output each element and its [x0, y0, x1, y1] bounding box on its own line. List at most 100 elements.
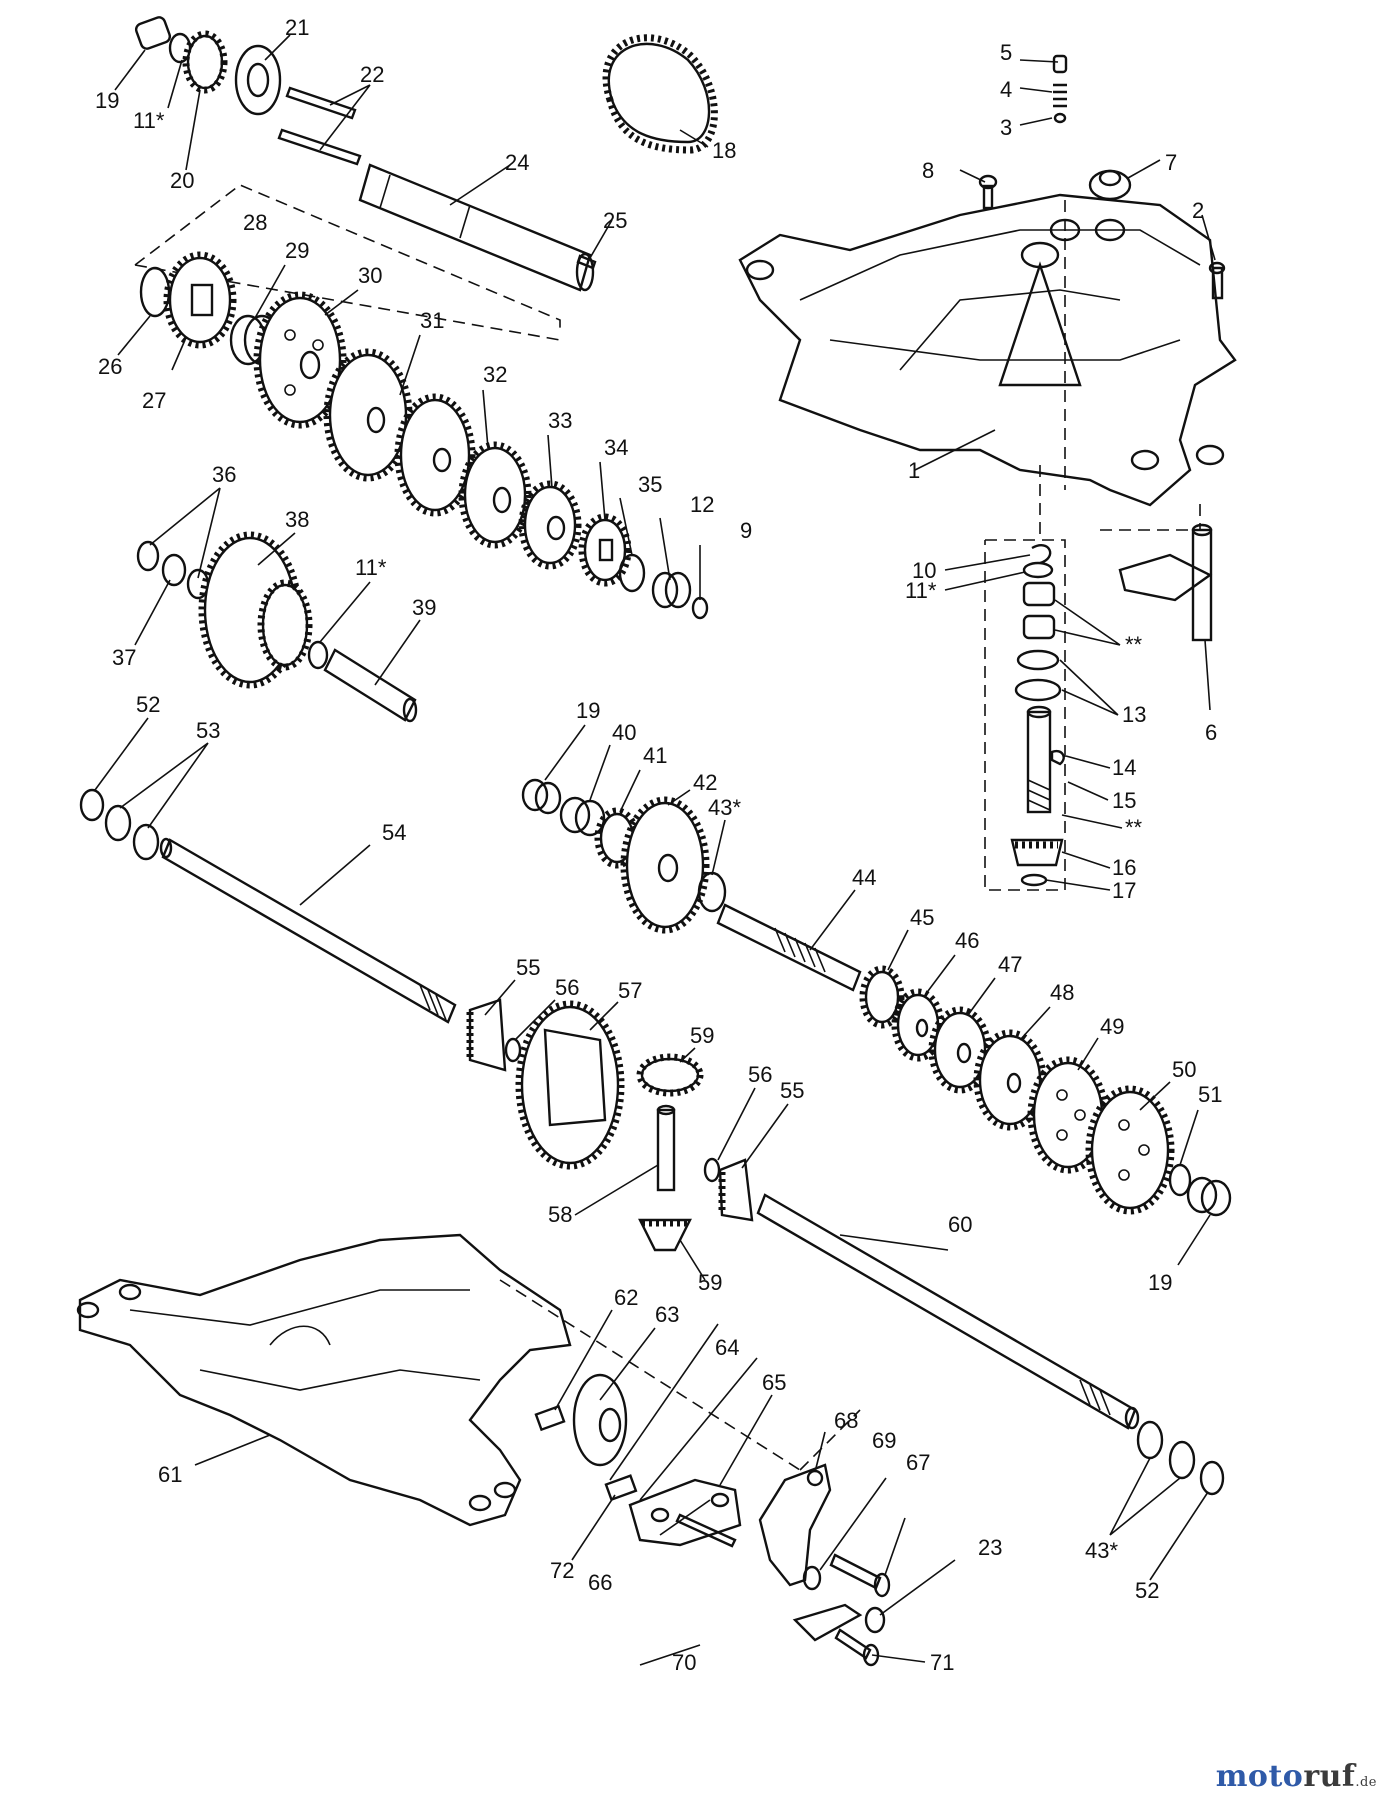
part-56-washer-left [504, 1037, 522, 1063]
label-40: 40 [612, 720, 636, 745]
label-25: 25 [603, 208, 627, 233]
label-50: 50 [1172, 1057, 1196, 1082]
label-67: 67 [906, 1450, 930, 1475]
part-50-gear [1085, 1085, 1175, 1215]
label-19-top: 19 [95, 88, 119, 113]
label-55-left: 55 [516, 955, 540, 980]
label-21: 21 [285, 15, 309, 40]
label-22: 22 [360, 62, 384, 87]
part-54-axle-left [159, 837, 457, 1024]
part-22-keys [277, 86, 362, 166]
part-bearings-double-star [1022, 581, 1056, 640]
part-71-bolt [834, 1628, 880, 1667]
label-45: 45 [910, 905, 934, 930]
label-43-bottom: 43* [1085, 1538, 1118, 1563]
label-69: 69 [872, 1428, 896, 1453]
label-15: 15 [1112, 788, 1136, 813]
label-23: 23 [978, 1535, 1002, 1560]
label-5: 5 [1000, 40, 1012, 65]
label-42: 42 [693, 770, 717, 795]
label-33: 33 [548, 408, 572, 433]
label-2: 2 [1192, 198, 1204, 223]
label-64: 64 [715, 1335, 739, 1360]
label-43-top: 43* [708, 795, 741, 820]
label-60: 60 [948, 1212, 972, 1237]
label-11-top: 11* [133, 108, 165, 133]
label-52-right: 52 [1135, 1578, 1159, 1603]
part-66-pin [675, 1513, 737, 1548]
part-17-ring [1020, 873, 1048, 887]
part-30-gear [323, 348, 413, 482]
part-16-pinion [1010, 838, 1064, 867]
part-52-seal-right [1199, 1460, 1225, 1496]
part-11-washer-mid [307, 640, 329, 670]
label-56-right: 56 [748, 1062, 772, 1087]
label-27: 27 [142, 388, 166, 413]
part-67-bolt [829, 1553, 891, 1598]
label-55-right: 55 [780, 1078, 804, 1103]
part-9-ring [691, 596, 709, 620]
label-31: 31 [420, 308, 444, 333]
part-18-chain [602, 34, 718, 154]
label-57: 57 [618, 978, 642, 1003]
part-69-washer [802, 1565, 822, 1591]
part-15-shift-shaft [1026, 705, 1052, 814]
part-48-gear [973, 1029, 1047, 1131]
label-12: 12 [690, 492, 714, 517]
label-63: 63 [655, 1302, 679, 1327]
part-55-bevel-gear-left [466, 998, 507, 1072]
label-61: 61 [158, 1462, 182, 1487]
label-17: 17 [1112, 878, 1136, 903]
part-51-washer [1168, 1163, 1192, 1197]
label-72: 72 [550, 1558, 574, 1583]
part-12-bushing [651, 571, 692, 609]
part-1-upper-housing [738, 193, 1237, 507]
label-19-right: 19 [1148, 1270, 1172, 1295]
part-43-washers-bottom [1136, 1420, 1196, 1480]
label-6: 6 [1205, 720, 1217, 745]
part-55-bevel-gear-right [718, 1158, 754, 1222]
label-68: 68 [834, 1408, 858, 1433]
part-59-bevel-pinion-top [636, 1053, 704, 1097]
label-29: 29 [285, 238, 309, 263]
label-10: 10 [912, 558, 936, 583]
part-52-seal-left [79, 788, 105, 822]
label-4: 4 [1000, 77, 1012, 102]
part-13-washers [1014, 649, 1062, 702]
part-8-bolt [978, 174, 998, 210]
label-double-star-1: ** [1125, 632, 1143, 657]
label-11-right: 11* [905, 578, 937, 603]
part-42-gear-large [620, 796, 710, 934]
label-9: 9 [740, 518, 752, 543]
label-56-left: 56 [555, 975, 579, 1000]
part-6-shaft-bracket [1118, 523, 1213, 642]
part-61-lower-housing [76, 1233, 572, 1527]
label-11-mid: 11* [355, 555, 387, 580]
part-24-shaft-top [358, 163, 595, 292]
label-13: 13 [1122, 702, 1146, 727]
part-3-4-5-spring-assembly [1052, 54, 1068, 124]
label-48: 48 [1050, 980, 1074, 1005]
part-58-cross-pin [656, 1104, 676, 1192]
label-59-bottom: 59 [698, 1270, 722, 1295]
label-34: 34 [604, 435, 628, 460]
part-68-brake-lever [758, 1463, 832, 1587]
label-58: 58 [548, 1202, 572, 1227]
label-32: 32 [483, 362, 507, 387]
dashed-guide-lines [134, 184, 1201, 1471]
label-7: 7 [1165, 150, 1177, 175]
label-24: 24 [505, 150, 529, 175]
label-59-top: 59 [690, 1023, 714, 1048]
part-25-pin [576, 254, 597, 270]
part-19-bushing-mid [521, 778, 562, 815]
part-23-nut [864, 1606, 886, 1634]
part-57-differential-ring-gear [515, 1000, 625, 1170]
label-44: 44 [852, 865, 876, 890]
label-71: 71 [930, 1650, 954, 1675]
label-36: 36 [212, 462, 236, 487]
part-32-gear [458, 441, 532, 549]
label-39: 39 [412, 595, 436, 620]
label-30: 30 [358, 263, 382, 288]
label-3: 3 [1000, 115, 1012, 140]
part-38-cluster-gear [198, 531, 313, 689]
